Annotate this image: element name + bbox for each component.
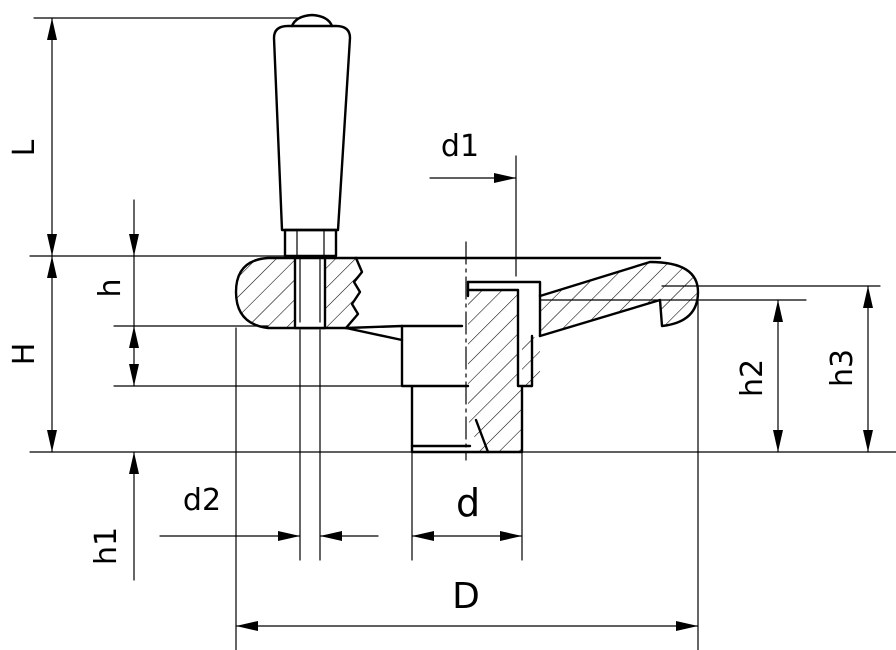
hub-section <box>466 288 542 454</box>
label-L: L <box>7 139 42 156</box>
handle-grip <box>272 24 352 232</box>
handle <box>272 13 352 258</box>
label-h3: h3 <box>825 349 860 387</box>
label-h1: h1 <box>89 527 124 565</box>
label-h: h <box>93 278 128 297</box>
label-D: D <box>452 576 480 617</box>
label-d: d <box>456 481 480 525</box>
dimension-arrows <box>47 18 873 631</box>
rim-section-right <box>538 260 700 338</box>
label-d2: d2 <box>183 483 221 518</box>
dimension-lines <box>29 17 896 650</box>
rim-section-right-hatch <box>540 262 698 336</box>
label-H: H <box>7 343 42 366</box>
handle-hex-nut <box>283 228 338 258</box>
handle-thread-bore <box>293 256 327 330</box>
label-h2: h2 <box>735 359 770 397</box>
handle-cap <box>290 13 334 28</box>
label-d1: d1 <box>441 129 479 164</box>
